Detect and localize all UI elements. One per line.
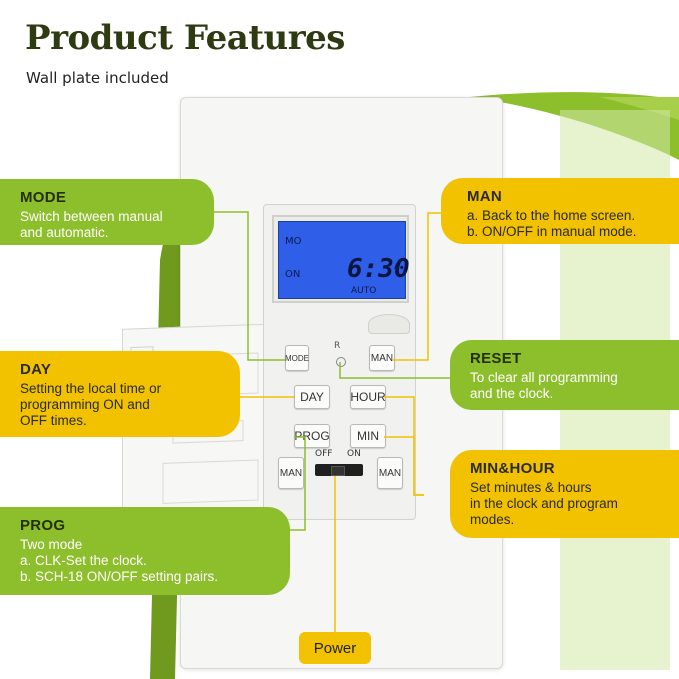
power-switch-knob[interactable] (331, 466, 345, 476)
callout-day-line-2: programming ON and (20, 397, 150, 412)
lcd-day: MO (285, 236, 302, 247)
callout-mode-line-2: and automatic. (20, 225, 109, 240)
callout-reset: RESET To clear all programming and the c… (450, 340, 679, 410)
callout-day: DAY Setting the local time or programmin… (0, 351, 240, 437)
callout-prog-line-3: b. SCH-18 ON/OFF setting pairs. (20, 569, 219, 584)
reset-label: R (334, 341, 341, 351)
callout-mode: MODE Switch between manual and automatic… (0, 179, 214, 245)
callout-prog-line-2: a. CLK-Set the clock. (20, 553, 147, 568)
sensor-dome (368, 314, 410, 334)
lcd-mode: AUTO (351, 286, 377, 296)
callout-minhour-title: MIN&HOUR (470, 460, 555, 477)
man-button-right[interactable]: MAN (377, 457, 403, 489)
callout-man-line-2: b. ON/OFF in manual mode. (467, 224, 637, 239)
callout-reset-line-1: To clear all programming (470, 370, 618, 385)
callout-mode-title: MODE (20, 189, 67, 206)
callout-prog-title: PROG (20, 517, 66, 534)
callout-minhour-line-3: modes. (470, 512, 515, 527)
prog-button[interactable]: PROG (294, 424, 330, 448)
page-subtitle: Wall plate included (26, 69, 169, 87)
min-button[interactable]: MIN (350, 424, 386, 448)
hour-button[interactable]: HOUR (350, 385, 386, 409)
callout-prog-line-1: Two mode (20, 537, 83, 552)
callout-man: MAN a. Back to the home screen. b. ON/OF… (441, 178, 679, 244)
callout-day-line-3: OFF times. (20, 413, 87, 428)
callout-mode-line-1: Switch between manual (20, 209, 163, 224)
page-title: Product Features (25, 18, 345, 58)
callout-minhour: MIN&HOUR Set minutes & hours in the cloc… (450, 450, 679, 538)
day-button[interactable]: DAY (294, 385, 330, 409)
callout-reset-title: RESET (470, 350, 522, 367)
man-button-top[interactable]: MAN (369, 345, 395, 371)
callout-man-line-1: a. Back to the home screen. (467, 208, 636, 223)
lcd-state: ON (285, 269, 301, 280)
callout-reset-line-2: and the clock. (470, 386, 554, 401)
mode-button[interactable]: MODE (285, 345, 309, 371)
callout-day-title: DAY (20, 361, 52, 378)
callout-minhour-line-1: Set minutes & hours (470, 480, 592, 495)
switch-off-label: OFF (315, 449, 333, 459)
man-button-left[interactable]: MAN (278, 457, 304, 489)
lcd-ampm: A (394, 262, 400, 271)
lcd-screen: MO ON 6:30 A AUTO (278, 221, 410, 299)
callout-man-title: MAN (467, 188, 503, 205)
reset-hole[interactable] (336, 357, 346, 367)
switch-on-label: ON (347, 449, 361, 459)
callout-power: Power (299, 632, 371, 664)
lcd-time: 6:30 (347, 254, 410, 284)
callout-minhour-line-2: in the clock and program (470, 496, 618, 511)
callout-day-line-1: Setting the local time or (20, 381, 162, 396)
callout-prog: PROG Two mode a. CLK-Set the clock. b. S… (0, 507, 290, 595)
